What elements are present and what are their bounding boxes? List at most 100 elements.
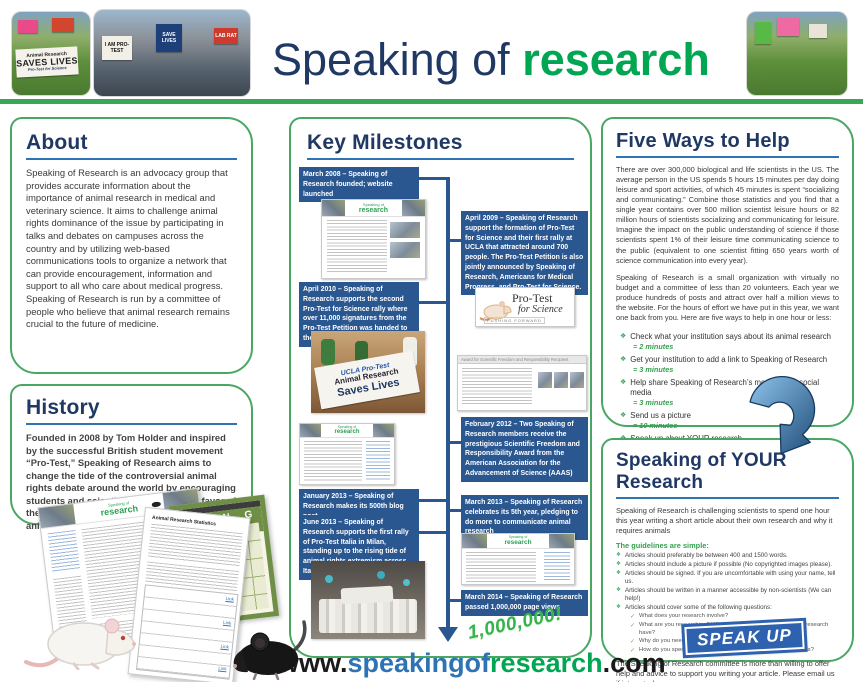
thumb-masthead: Speaking of research — [462, 534, 574, 549]
aaas-portrait — [554, 372, 568, 388]
website-thumbnail-2008: Speaking of research — [321, 199, 426, 279]
thumb-text — [466, 552, 536, 582]
logo-rat-icon — [479, 301, 512, 321]
five-ways-para2: Speaking of Research is a small organiza… — [616, 272, 839, 322]
masthead-photo-left — [38, 504, 76, 529]
your-research-panel: Speaking of YOUR Research Speaking of Re… — [601, 438, 854, 682]
thumb-masthead-big: research — [504, 538, 532, 546]
protest-sign-1: I AM PRO-TEST — [102, 36, 132, 60]
timeline-connector — [449, 599, 461, 602]
rally-person — [355, 341, 368, 363]
guideline-4: ❖ Articles should be written in a manner… — [616, 587, 839, 603]
about-body: Speaking of Research is an advocacy grou… — [26, 167, 230, 330]
thumb-masthead-photo — [373, 424, 394, 437]
logo-tagline: PUSHING FORWARD — [484, 317, 545, 324]
aaas-portrait — [570, 372, 584, 388]
protest-photo-center: I AM PRO-TEST SAVE LIVES LAB RAT — [94, 10, 250, 96]
red-sign — [52, 18, 74, 32]
diamond-bullet-icon: ❖ — [620, 411, 627, 419]
five-ways-panel: Five Ways to Help There are over 300,000… — [601, 117, 854, 453]
check-icon: ✓ — [630, 639, 636, 646]
timeline-connector — [417, 499, 446, 502]
thumb-image — [390, 242, 420, 258]
timeline-connector — [417, 531, 446, 534]
stats-link-1[interactable]: Link — [225, 595, 235, 602]
diamond-bullet-icon: ❖ — [616, 570, 621, 577]
balloon — [377, 571, 385, 579]
guideline-3: ❖ Articles should be signed. If you are … — [616, 570, 839, 586]
sign-text-2: SAVE LIVES — [161, 32, 177, 44]
guideline-text-4: Articles should be written in a manner a… — [624, 587, 832, 603]
thumb-masthead-photo — [322, 200, 345, 216]
march-banner: Animal Research SAVES LIVES Pro-Test for… — [15, 46, 79, 78]
url-speakingof: speakingof — [347, 648, 491, 678]
thumb-text — [304, 441, 362, 481]
aaas-text — [462, 368, 532, 406]
website-thumbnail-blog: Speaking of research — [299, 423, 395, 485]
protest-photo-left: Animal Research SAVES LIVES Pro-Test for… — [12, 12, 90, 95]
aaas-award-thumbnail: Award for Scientific Freedom and Respons… — [457, 355, 587, 411]
timeline-line — [446, 177, 450, 629]
help-action-3: Help share Speaking of Research’s messag… — [630, 377, 820, 397]
diamond-bullet-icon: ❖ — [616, 551, 621, 558]
thumb-masthead-photo — [462, 534, 487, 548]
guidelines-heading: The guidelines are simple: — [616, 540, 709, 550]
milestones-panel: Key Milestones March 2008 – Speaking of … — [289, 117, 592, 658]
help-item-1: ❖ Check what your institution says about… — [620, 332, 839, 342]
guideline-text-2: Articles should include a picture if pos… — [624, 561, 832, 569]
thumb-masthead-photo — [300, 424, 321, 437]
curved-arrow-icon — [749, 376, 816, 455]
diamond-bullet-icon: ❖ — [620, 355, 627, 363]
help-action-4: Send us a picture — [630, 410, 691, 420]
help-time-3: = 3 minutes — [633, 397, 674, 407]
five-ways-title-rule — [616, 156, 839, 158]
rally-person — [321, 339, 335, 365]
guideline-1: ❖ Articles should preferably be between … — [616, 552, 839, 560]
protest-photo-right — [747, 12, 847, 95]
help-time-1: = 2 minutes — [633, 342, 674, 352]
thumb-text — [327, 220, 387, 274]
balloon — [325, 575, 333, 583]
pro-test-italia-photo — [311, 561, 425, 639]
thumb-masthead-small: Speaking of — [508, 535, 528, 539]
poster-title: Speaking of research — [272, 34, 710, 86]
your-research-outro: The Speaking of Research committee is mo… — [616, 658, 835, 682]
protest-sign-3: LAB RAT — [214, 28, 238, 44]
thumb-links — [544, 552, 570, 582]
website-thumbnail-anniversary: Speaking of research — [461, 533, 575, 585]
check-icon: ✓ — [630, 623, 636, 630]
about-panel: About Speaking of Research is an advocac… — [10, 117, 253, 374]
check-icon: ✓ — [630, 614, 636, 621]
diamond-bullet-icon: ❖ — [616, 604, 621, 611]
thumb-masthead-photo — [549, 534, 574, 548]
aaas-portrait — [538, 372, 552, 388]
help-action-2: Get your institution to add a link to Sp… — [630, 354, 828, 364]
your-research-title-rule — [616, 497, 839, 499]
help-time-2: = 3 minutes — [633, 365, 674, 375]
thumb-masthead-big: research — [334, 429, 360, 436]
milestone-mar-2008: March 2008 – Speaking of Research founde… — [299, 167, 419, 203]
about-title-rule — [26, 158, 237, 160]
milestone-mar-2014: March 2014 – Speaking of Research passed… — [461, 590, 588, 616]
aaas-header: Award for Scientific Freedom and Respons… — [458, 356, 586, 364]
thumb-links — [366, 441, 390, 481]
newsletter-sidebar-links — [47, 529, 81, 574]
green-sign — [755, 22, 771, 44]
guidelines-list: ❖ Articles should preferably be between … — [616, 552, 839, 612]
website-url[interactable]: www.speakingofresearch.com — [278, 648, 666, 679]
statistics-intro-text — [147, 523, 243, 568]
ucla-rally-photo: UCLA Pro-Test Animal Research Saves Live… — [311, 331, 425, 413]
banner-line3: Pro-Test for Science — [27, 65, 67, 73]
question-text-1: What does your research involve? — [639, 613, 729, 620]
timeline-connector — [449, 239, 461, 242]
help-action-1: Check what your institution says about i… — [630, 331, 831, 341]
guideline-text-5: Articles should cover some of the follow… — [624, 604, 772, 612]
five-ways-title: Five Ways to Help — [616, 130, 790, 152]
history-title-rule — [26, 423, 237, 425]
help-item-3: ❖ Help share Speaking of Research’s mess… — [620, 378, 839, 397]
crowd-white-coats — [319, 599, 417, 633]
milestones-title: Key Milestones — [307, 131, 463, 154]
italia-banner — [340, 585, 394, 605]
timeline-connector — [417, 177, 446, 180]
